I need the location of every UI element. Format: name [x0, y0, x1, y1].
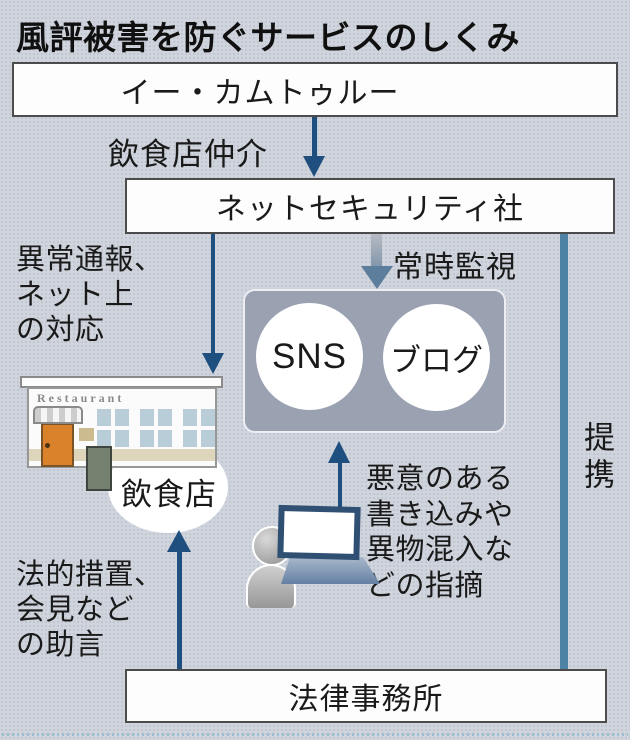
malicious-posts-line4: どの指摘: [366, 569, 485, 602]
malicious-posts-label: 悪意のある 書き込みや 異物混入な どの指摘: [366, 462, 514, 604]
laptop-screen-icon: [277, 504, 361, 561]
report-response-line3: の対応: [16, 314, 105, 346]
sns-node: SNS: [256, 303, 363, 410]
malicious-posts-line1: 悪意のある: [366, 463, 514, 495]
partnership-label: 提携: [579, 421, 614, 495]
laptop-screen-display: [283, 511, 355, 554]
bottom-dotted-rule: [2, 733, 628, 736]
arrow-lawfirm-to-restaurant-line: [177, 550, 182, 671]
legal-advice-label: 法的措置、 会見など の助言: [16, 558, 164, 663]
diagram-title: 風評被害を防ぐサービスのしくみ: [16, 19, 520, 56]
restaurant-label: 飲食店: [121, 477, 217, 512]
malicious-posts-line2: 書き込みや: [366, 498, 514, 531]
broker-company-label: イー・カムトゥルー: [120, 76, 400, 110]
blog-label: ブログ: [390, 343, 483, 378]
legal-advice-line3: の助言: [16, 629, 105, 661]
arrow-lawfirm-to-restaurant-head: [167, 530, 191, 552]
law-firm-box: 法律事務所: [125, 669, 607, 723]
restaurant-base-stripe: [29, 449, 215, 461]
restaurant-window-group-2: [140, 409, 172, 447]
restaurant-storefront-sign: Restaurant: [37, 391, 125, 405]
security-company-label: ネットセキュリティ社: [215, 193, 525, 226]
restaurant-awning: [33, 406, 83, 424]
laptop-keyboard-icon: [281, 557, 380, 584]
legal-advice-line1: 法的措置、: [16, 559, 164, 591]
security-company-box: ネットセキュリティ社: [125, 178, 615, 234]
arrow-poster-to-media-line: [338, 460, 342, 512]
law-firm-label: 法律事務所: [288, 683, 444, 716]
legal-advice-line2: 会見など: [16, 594, 135, 626]
monitoring-label: 常時監視: [393, 251, 517, 284]
malicious-posts-line3: 異物混入な: [366, 534, 514, 566]
mediation-label: 飲食店仲介: [108, 137, 268, 172]
report-response-line1: 異常通報、: [16, 244, 164, 276]
arrow-broker-to-security-line: [312, 117, 317, 156]
report-response-label: 異常通報、 ネット上 の対応: [16, 243, 164, 348]
monitoring-arrow-line: [371, 234, 382, 267]
sns-label: SNS: [272, 336, 347, 376]
restaurant-window-group-1: [97, 409, 129, 447]
arrow-security-to-restaurant-head: [202, 353, 224, 374]
restaurant-window-group-3: [183, 409, 215, 447]
arrow-broker-to-security-head: [303, 156, 325, 177]
restaurant-menu-board: [86, 446, 112, 491]
blog-node: ブログ: [383, 304, 490, 411]
monitoring-arrow-head: [361, 266, 393, 289]
partnership-connector-line: [560, 234, 568, 671]
arrow-security-to-restaurant-line: [211, 234, 215, 353]
restaurant-lamp: [79, 428, 94, 441]
arrow-poster-to-media-head: [328, 441, 350, 463]
restaurant-door-knob: [45, 443, 50, 448]
report-response-line2: ネット上: [16, 279, 135, 311]
broker-company-box: イー・カムトゥルー: [12, 62, 618, 117]
